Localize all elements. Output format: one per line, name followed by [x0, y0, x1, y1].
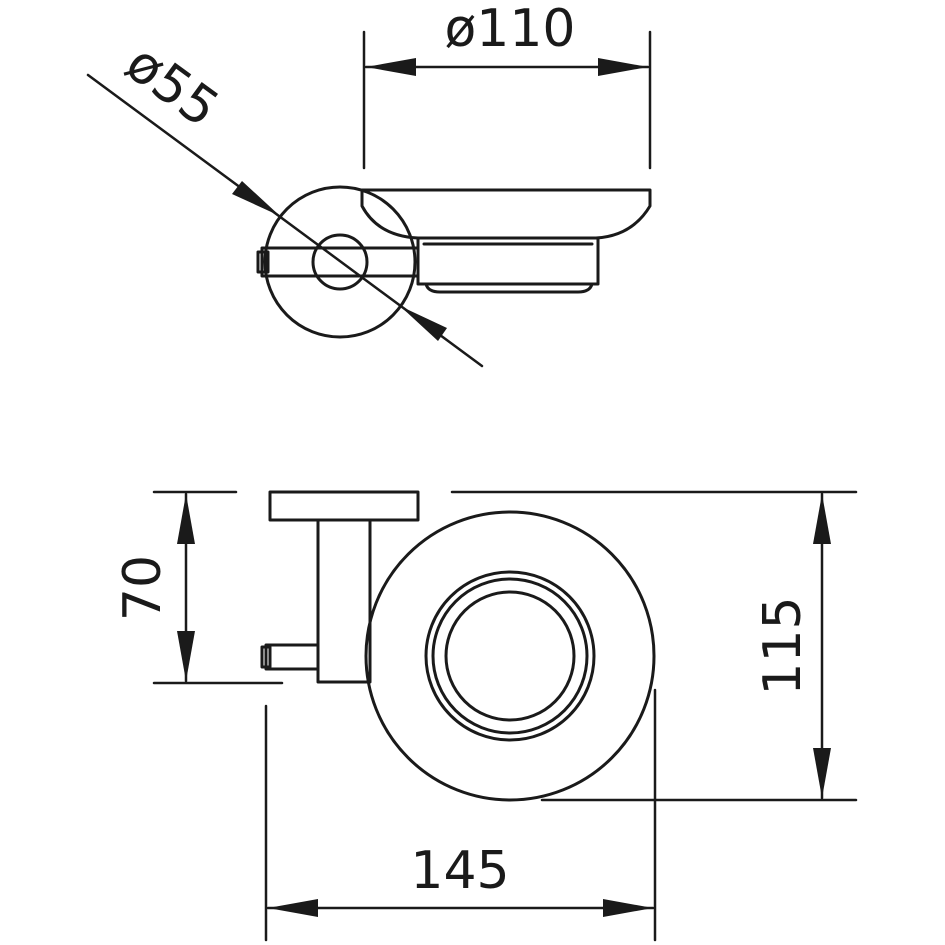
front-dish-ring-1: [424, 570, 596, 742]
top-arm-cap: [256, 250, 270, 274]
front-dish-ring-2: [431, 577, 589, 735]
top-dish-base-lip: [424, 282, 594, 294]
front-dish-outer: [364, 510, 656, 802]
arrow-depth-top: [813, 494, 831, 544]
arrow-width-right: [603, 899, 653, 917]
arrow-height-bottom: [177, 631, 195, 681]
label-width: 145: [410, 841, 509, 901]
front-view: 70 115 145: [113, 490, 858, 942]
front-side-peg-cap: [260, 645, 272, 669]
top-dish-rim: [360, 188, 652, 240]
label-dish-diameter: ø110: [444, 0, 575, 59]
top-flange-circle: [263, 185, 417, 339]
arrow-height-top: [177, 494, 195, 544]
front-dish-ring-3: [444, 590, 576, 722]
arrow-flange-upper: [232, 181, 280, 216]
front-side-peg: [264, 643, 320, 671]
arrow-dish-left: [366, 58, 416, 76]
top-view: ø110 ø55: [86, 0, 652, 368]
front-post: [316, 518, 372, 684]
arrow-dish-right: [598, 58, 648, 76]
label-flange-diameter: ø55: [115, 33, 230, 139]
label-height: 70: [113, 555, 173, 621]
front-top-plate: [268, 490, 420, 522]
top-dish-base: [416, 236, 600, 286]
label-depth: 115: [753, 596, 813, 695]
arrow-width-left: [268, 899, 318, 917]
top-center-post: [311, 233, 369, 291]
arrow-flange-lower: [400, 306, 447, 341]
arrow-depth-bottom: [813, 748, 831, 798]
